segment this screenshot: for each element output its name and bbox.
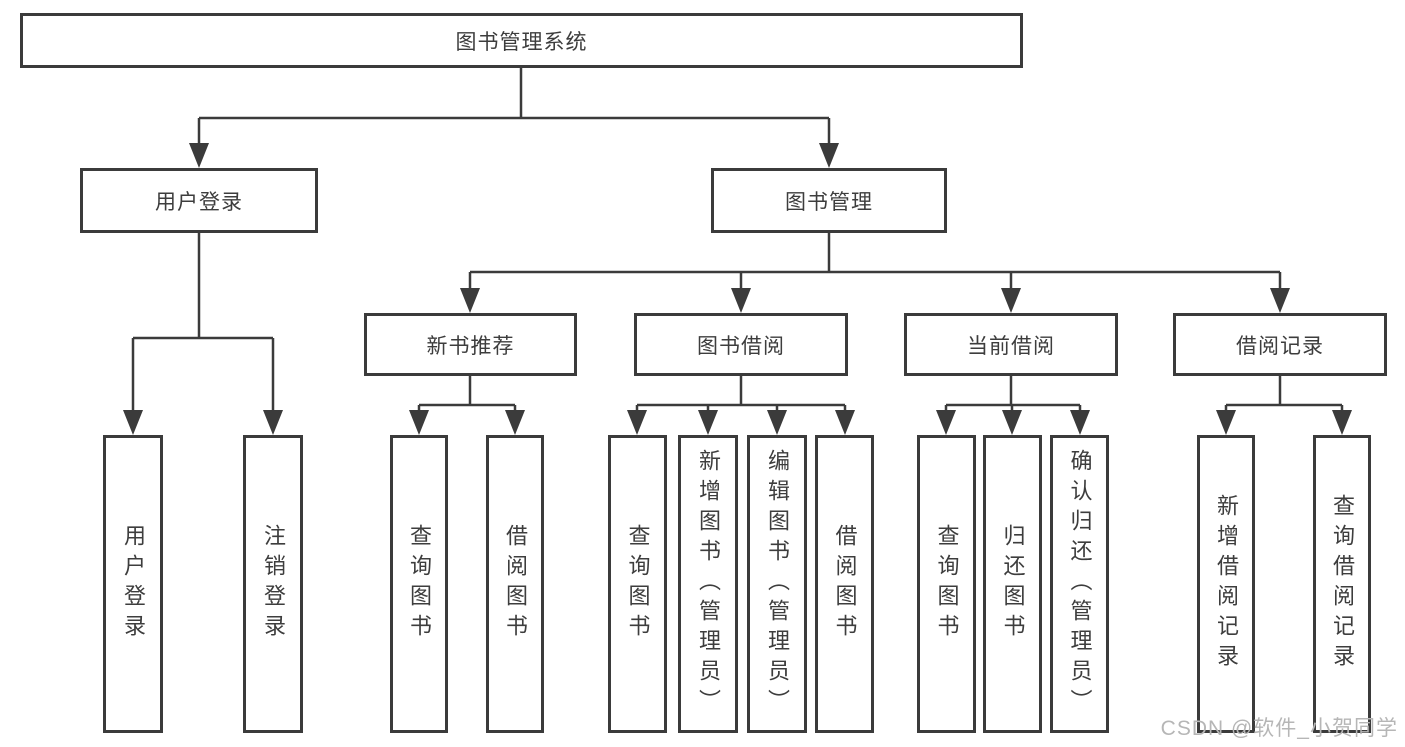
leaf-bb-add-books-admin: 新增图书（管理员） — [678, 435, 738, 733]
arrowhead-down — [767, 410, 787, 435]
arrowhead-down — [1216, 410, 1236, 435]
node-label: 当前借阅 — [967, 334, 1055, 358]
node-label: 新增借阅记录 — [1214, 494, 1239, 674]
node-borrowing-records: 借阅记录 — [1173, 313, 1387, 376]
node-label: 图书管理 — [785, 190, 873, 214]
connector-bookborrow-to-leaves — [627, 376, 855, 435]
arrowhead-down — [1002, 410, 1022, 435]
csdn-watermark: CSDN @软件_小贺同学 — [1160, 717, 1398, 740]
node-label: 借阅记录 — [1236, 334, 1324, 358]
leaf-cb-return-books: 归还图书 — [983, 435, 1042, 733]
node-label: 确认归还（管理员） — [1067, 449, 1093, 719]
node-label: 归还图书 — [1000, 524, 1026, 644]
arrowhead-down — [1001, 288, 1021, 313]
leaf-logout: 注销登录 — [243, 435, 303, 733]
arrowhead-down — [698, 410, 718, 435]
arrowhead-down — [263, 410, 283, 435]
arrowhead-down — [819, 143, 839, 168]
node-label: 编辑图书（管理员） — [765, 449, 790, 719]
leaf-cb-query-books: 查询图书 — [917, 435, 976, 733]
node-book-borrowing: 图书借阅 — [634, 313, 848, 376]
leaf-user-login: 用户登录 — [103, 435, 163, 733]
arrowhead-down — [1270, 288, 1290, 313]
leaf-bb-query-books: 查询图书 — [608, 435, 667, 733]
node-label: 查询借阅记录 — [1330, 494, 1355, 674]
node-label: 图书借阅 — [697, 334, 785, 358]
arrowhead-down — [460, 288, 480, 313]
connector-userlogin-to-leaves — [123, 233, 283, 435]
arrowhead-down — [1332, 410, 1352, 435]
leaf-cb-confirm-return-admin: 确认归还（管理员） — [1050, 435, 1109, 733]
node-label: 查询图书 — [407, 524, 432, 644]
arrowhead-down — [189, 143, 209, 168]
connector-currentborrow-to-leaves — [936, 376, 1090, 435]
node-label: 用户登录 — [121, 524, 146, 644]
connector-root-to-level2 — [189, 68, 839, 168]
node-label: 借阅图书 — [503, 524, 528, 644]
node-new-book-recommendation: 新书推荐 — [364, 313, 577, 376]
leaf-rec-query-books: 查询图书 — [390, 435, 448, 733]
node-label: 用户登录 — [155, 190, 243, 214]
connector-borrowrecords-to-leaves — [1216, 376, 1352, 435]
connector-bookmgmt-to-level3 — [460, 233, 1290, 313]
node-current-borrowing: 当前借阅 — [904, 313, 1118, 376]
arrowhead-down — [936, 410, 956, 435]
node-label: 注销登录 — [261, 524, 286, 644]
arrowhead-down — [835, 410, 855, 435]
arrowhead-down — [627, 410, 647, 435]
node-library-management-system: 图书管理系统 — [20, 13, 1023, 68]
arrowhead-down — [505, 410, 525, 435]
node-label: 借阅图书 — [832, 524, 858, 644]
node-label: 图书管理系统 — [455, 30, 588, 54]
arrowhead-down — [409, 410, 429, 435]
node-label: 新增图书（管理员） — [696, 449, 721, 719]
node-label: 新书推荐 — [426, 334, 515, 358]
leaf-rec-borrow-books: 借阅图书 — [486, 435, 544, 733]
leaf-bb-borrow-books: 借阅图书 — [815, 435, 874, 733]
leaf-bb-edit-books-admin: 编辑图书（管理员） — [747, 435, 807, 733]
node-label: 查询图书 — [625, 524, 651, 644]
arrowhead-down — [731, 288, 751, 313]
arrowhead-down — [1070, 410, 1090, 435]
node-label: 查询图书 — [934, 524, 960, 644]
node-user-login: 用户登录 — [80, 168, 318, 233]
leaf-br-add-record: 新增借阅记录 — [1197, 435, 1255, 733]
node-book-management: 图书管理 — [711, 168, 947, 233]
connector-newbookrec-to-leaves — [409, 376, 525, 435]
leaf-br-query-record: 查询借阅记录 — [1313, 435, 1371, 733]
arrowhead-down — [123, 410, 143, 435]
